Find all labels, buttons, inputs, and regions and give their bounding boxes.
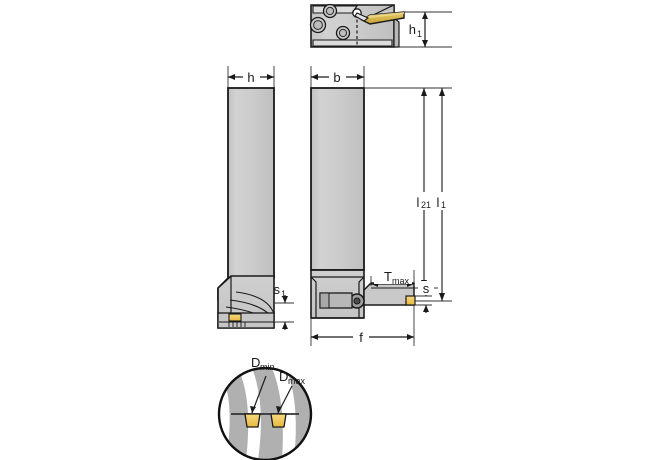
label-Dmin: D min [251, 355, 275, 372]
dimension-s-label: s [423, 281, 430, 296]
detail-clamp-arm [354, 12, 370, 22]
detail-bottom-strip [312, 39, 393, 47]
dimension-l1-label: l [437, 195, 440, 210]
front-view-center: b l 2 [310, 66, 453, 346]
detail-insert-highlight [362, 12, 404, 20]
dimension-l21: l 21 [414, 88, 435, 288]
dimension-l1: l 1 [435, 88, 453, 301]
dimension-b-label: b [333, 70, 340, 85]
dimension-h1-label: h [409, 22, 416, 37]
dimension-h: h [227, 66, 275, 88]
dimension-f: f [310, 305, 415, 346]
top-detail-view: h 1 [309, 3, 452, 48]
dimension-l1-sub: 1 [441, 200, 446, 210]
leader-arrow-dmin [250, 406, 256, 413]
front-head-left-chamfer [310, 276, 317, 318]
dimension-h1: h 1 [409, 12, 428, 47]
bottom-circle-view: D min D max [217, 355, 313, 460]
label-Dmax: D max [279, 369, 306, 386]
front-shank-body [310, 87, 365, 271]
dimension-h-label: h [247, 70, 254, 85]
front-cutting-insert [405, 295, 416, 306]
groove-insert-max [270, 413, 287, 428]
dimension-s1: s 1 [274, 282, 294, 330]
workpiece-outline-circle [217, 366, 313, 460]
label-Dmin-base: D [251, 355, 260, 370]
groove-insert-min [244, 413, 261, 428]
dimension-Tmax: T max [370, 268, 415, 287]
dimension-Tmax-sub: max [392, 276, 410, 286]
detail-bores [309, 3, 351, 41]
dimension-s1-label: s [274, 282, 281, 297]
label-Dmax-sub: max [288, 376, 306, 386]
dimension-b: b [310, 66, 365, 88]
dimension-Tmax-label: T [384, 269, 392, 284]
dimension-l21-sub: 21 [421, 200, 431, 210]
label-Dmin-sub: min [260, 362, 275, 372]
dimension-h1-sub: 1 [417, 29, 422, 39]
leader-arrow-dmax [276, 406, 282, 413]
side-view-left: h [217, 66, 294, 330]
dimension-s1-sub: 1 [281, 289, 286, 299]
side-insert-tip [228, 313, 242, 322]
dimension-s: s [415, 281, 434, 313]
front-clamp-screw-socket [353, 297, 361, 305]
side-cutting-zone [217, 312, 275, 329]
side-blade-hatch [219, 321, 274, 327]
label-Dmax-base: D [279, 369, 288, 384]
dimension-l21-label: l [417, 195, 420, 210]
front-pocket-shim [319, 292, 330, 309]
dimension-f-label: f [359, 330, 363, 345]
side-shank-body [227, 87, 275, 279]
